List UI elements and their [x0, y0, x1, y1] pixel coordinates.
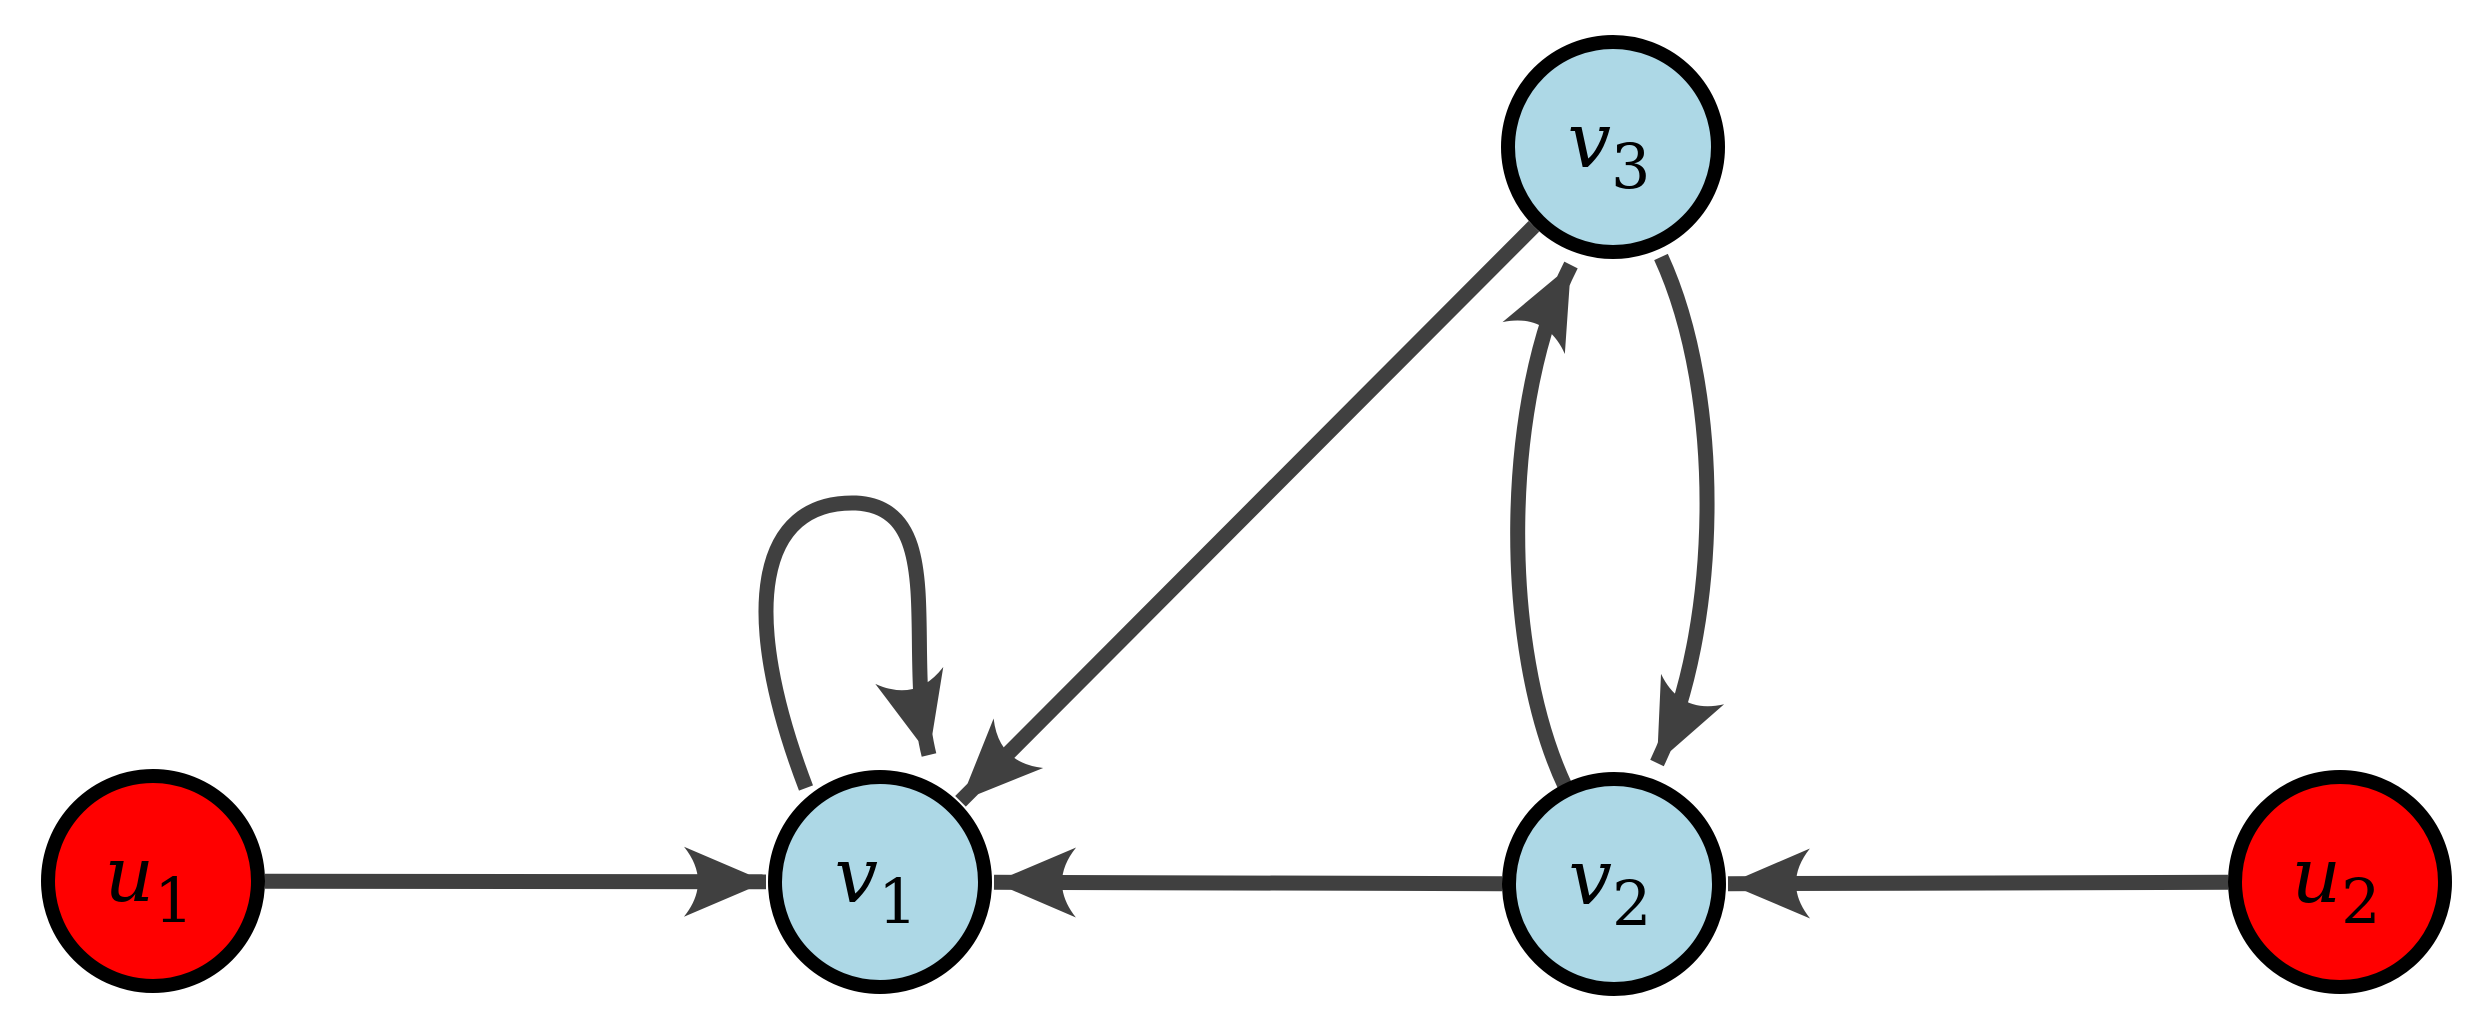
node-u2: u2 [2228, 770, 2452, 994]
edge-v2-to-v3 [1502, 261, 1578, 790]
edge-v3-to-v2 [1650, 253, 1725, 767]
node-circle-u2 [2228, 770, 2452, 994]
edge-u1-to-v1 [264, 846, 767, 917]
node-circle-u1 [41, 769, 265, 993]
node-circle-v2 [1502, 772, 1726, 996]
node-v2: v2 [1502, 772, 1726, 996]
edge-v1-self-loop [758, 495, 944, 791]
node-circle-v1 [768, 770, 992, 994]
node-label-subscript-v3: 3 [1611, 130, 1650, 203]
node-label-subscript-u2: 2 [2341, 865, 2380, 938]
node-circle-v3 [1501, 35, 1725, 259]
node-v1: v1 [768, 770, 992, 994]
node-u1: u1 [41, 769, 265, 993]
node-label-subscript-v2: 2 [1612, 867, 1651, 940]
node-label-subscript-v1: 1 [878, 865, 917, 938]
node-label-v1: v1 [835, 832, 918, 938]
edge-v3-to-v1 [955, 221, 1540, 807]
node-label-subscript-u1: 1 [154, 864, 193, 937]
node-v3: v3 [1501, 35, 1725, 259]
edge-v2-to-v1 [993, 847, 1503, 918]
nodes-layer: u1 v1 v2 v3 u2 [41, 35, 2452, 996]
edges-layer [264, 221, 2229, 919]
edge-u2-to-v2 [1727, 848, 2229, 919]
